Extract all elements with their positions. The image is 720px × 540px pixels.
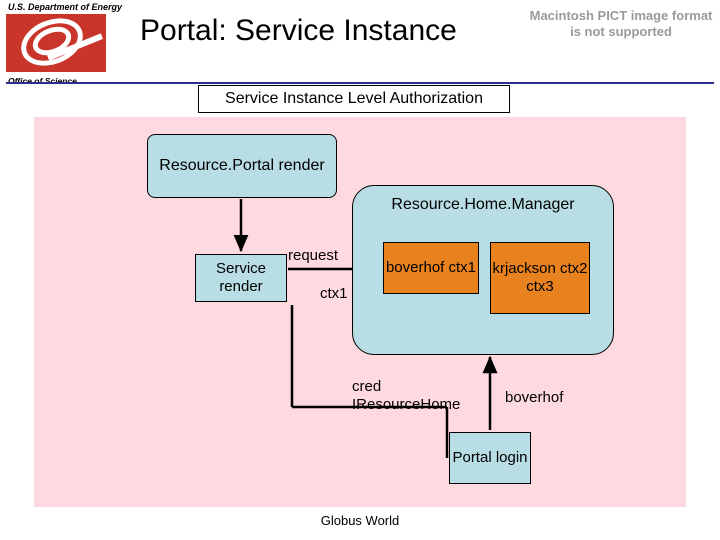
edge-label-cred-iresourcehome: cred IResourceHome [352,378,461,413]
edge-label-boverhof: boverhof [505,389,564,406]
node-resource-portal-render[interactable]: Resource.Portal render [147,134,337,198]
doe-science-logo [6,14,106,72]
node-boverhof-ctx1[interactable]: boverhof ctx1 [383,242,479,294]
footer-text: Globus World [320,513,400,528]
office-of-science-label: Office of Science [8,76,77,86]
edge-label-request: request [288,247,339,264]
subtitle-box: Service Instance Level Authorization [198,85,510,113]
node-krjackson-ctx2-ctx3[interactable]: krjackson ctx2 ctx3 [490,242,590,314]
header-divider [6,82,714,84]
node-portal-login[interactable]: Portal login [449,432,531,484]
doe-department-label: U.S. Department of Energy [8,2,123,12]
edge-label-ctx1: ctx1 [320,285,348,302]
node-service-render[interactable]: Service render [195,254,287,302]
page-header: U.S. Department of Energy Office of Scie… [0,0,720,88]
page-title: Portal: Service Instance [140,14,457,47]
pict-unsupported-note: Macintosh PICT image format is not suppo… [529,8,713,39]
diagram-canvas: Resource.Portal render Service render Re… [34,117,686,507]
